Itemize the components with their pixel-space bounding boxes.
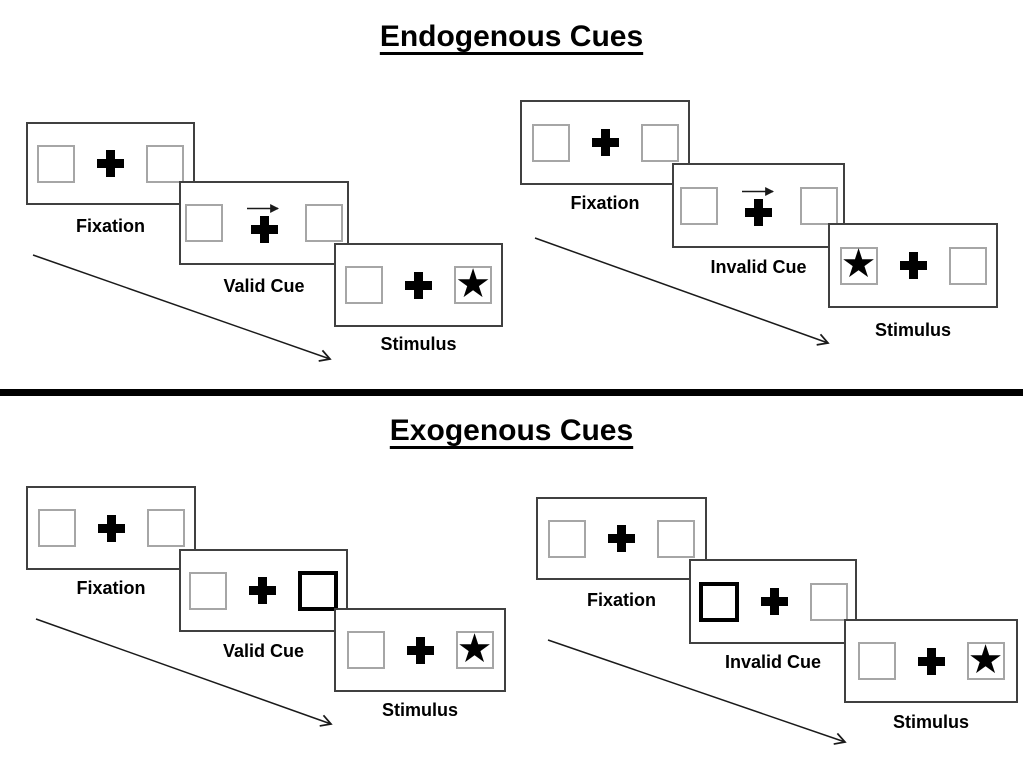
target-box-left: ★ xyxy=(839,241,878,287)
timeline-arrow xyxy=(534,237,830,346)
exogenous-title: Exogenous Cues xyxy=(0,414,1023,448)
placeholder-box-right xyxy=(146,509,185,547)
placeholder-box-left xyxy=(346,631,385,669)
fixation-cross-icon xyxy=(745,198,772,226)
cue-screen-card xyxy=(689,559,857,644)
cue-screen-card xyxy=(179,549,348,632)
section-divider xyxy=(0,389,1023,396)
fixation-cross-icon xyxy=(899,252,927,279)
placeholder-box-right xyxy=(799,186,838,225)
cue-label: Invalid Cue xyxy=(710,257,807,277)
timeline-arrow xyxy=(32,254,332,362)
star-icon: ★ xyxy=(840,241,877,287)
placeholder-box-left xyxy=(189,571,227,610)
cue-label: Invalid Cue xyxy=(724,652,822,672)
placeholder-box-left xyxy=(548,519,586,558)
placeholder-box-left xyxy=(679,186,718,225)
stimulus-label: Stimulus xyxy=(380,334,457,354)
endogenous-title: Endogenous Cues xyxy=(0,20,1023,54)
stimulus-screen-card: ★ xyxy=(334,243,503,327)
fixation-screen-card xyxy=(26,486,196,570)
fixation-screen-card xyxy=(26,122,195,205)
fixation-cross-icon xyxy=(250,216,278,243)
placeholder-box-left xyxy=(185,204,223,242)
placeholder-box-right xyxy=(305,204,343,242)
timeline-arrow xyxy=(547,639,847,745)
placeholder-box-left xyxy=(531,123,570,162)
timeline-arrow xyxy=(35,618,333,727)
fixation-screen-card xyxy=(536,497,707,580)
fixation-label: Fixation xyxy=(570,193,640,213)
fixation-label: Fixation xyxy=(75,216,145,236)
placeholder-box-left xyxy=(345,266,383,304)
placeholder-box-right xyxy=(657,519,695,558)
highlighted-cue-box-left xyxy=(698,581,739,622)
fixation-cross-icon xyxy=(405,271,432,299)
highlighted-cue-box-right xyxy=(298,570,338,611)
placeholder-box-right xyxy=(146,144,184,183)
cue-screen-card xyxy=(179,181,349,265)
star-icon: ★ xyxy=(967,636,1004,683)
stimulus-label: Stimulus xyxy=(381,700,458,720)
cue-screen-card xyxy=(672,163,845,248)
cue-label: Valid Cue xyxy=(223,276,305,296)
fixation-cross-icon xyxy=(406,636,434,664)
fixation-label: Fixation xyxy=(586,590,656,610)
exogenous-title-text: Exogenous Cues xyxy=(389,414,634,447)
right-arrow-icon xyxy=(741,186,774,196)
stimulus-label: Stimulus xyxy=(874,320,951,340)
fixation-label: Fixation xyxy=(76,578,146,598)
fixation-cross-icon xyxy=(97,514,125,542)
fixation-cross-icon xyxy=(917,647,945,675)
placeholder-box-left xyxy=(857,642,896,680)
target-box-right: ★ xyxy=(455,625,494,672)
fixation-cross-icon xyxy=(591,129,619,156)
placeholder-box-right xyxy=(948,246,987,285)
stimulus-screen-card: ★ xyxy=(828,223,998,308)
endogenous-title-text: Endogenous Cues xyxy=(379,20,644,53)
stimulus-screen-card: ★ xyxy=(334,608,506,692)
fixation-cross-icon xyxy=(97,150,124,177)
fixation-cross-icon xyxy=(249,577,276,604)
placeholder-box-right xyxy=(640,123,679,162)
fixation-screen-card xyxy=(520,100,690,185)
cue-label: Valid Cue xyxy=(222,641,305,661)
fixation-cross-icon xyxy=(760,588,788,615)
placeholder-box-left xyxy=(37,144,75,183)
star-icon: ★ xyxy=(455,260,491,307)
placeholder-box-left xyxy=(37,509,76,547)
target-box-right: ★ xyxy=(966,636,1005,683)
right-arrow-icon xyxy=(247,204,280,213)
target-box-right: ★ xyxy=(454,260,492,307)
fixation-cross-icon xyxy=(608,525,635,552)
stimulus-label: Stimulus xyxy=(892,712,969,732)
placeholder-box-right xyxy=(809,582,848,621)
star-icon: ★ xyxy=(456,625,493,672)
stimulus-screen-card: ★ xyxy=(844,619,1018,703)
